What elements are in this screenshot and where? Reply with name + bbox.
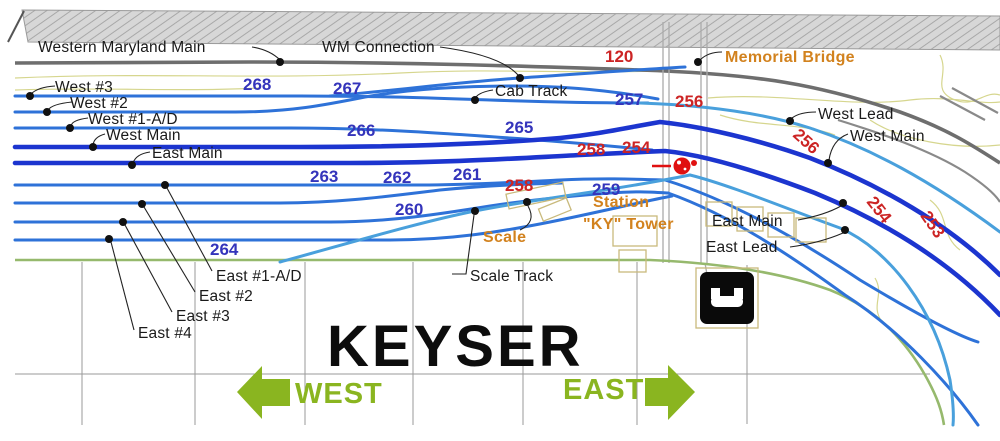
track-west-3 — [13, 94, 650, 105]
label-west-3: West #3 — [55, 79, 113, 96]
track-number-263: 263 — [310, 167, 338, 186]
label-east-1-ad: East #1-A/D — [216, 268, 302, 285]
label-east-2: East #2 — [199, 288, 253, 305]
track-number-265: 265 — [505, 118, 533, 137]
track-number-268: 268 — [243, 75, 271, 94]
label-west-main-right: West Main — [850, 128, 925, 145]
track-number-258-lower: 258 — [505, 176, 533, 195]
track-number-264: 264 — [210, 240, 239, 259]
track-east-main — [12, 148, 1000, 318]
label-leaders — [30, 46, 849, 331]
track-number-257: 257 — [615, 90, 643, 109]
label-west-1-ad: West #1-A/D — [88, 111, 178, 128]
lead-inner-b — [666, 191, 980, 427]
west-arrow-icon — [237, 366, 290, 419]
memorial-bridge-road — [662, 22, 721, 313]
label-memorial-bridge: Memorial Bridge — [725, 49, 855, 66]
label-east-4: East #4 — [138, 325, 192, 342]
track-number-267: 267 — [333, 79, 361, 98]
track-east-yard-4 — [13, 194, 674, 242]
track-east-yard-1 — [13, 177, 667, 187]
track-west-2 — [13, 84, 660, 114]
track-number-261: 261 — [453, 165, 481, 184]
track-number-256-bridge: 256 — [675, 92, 703, 111]
track-number-120: 120 — [605, 47, 633, 66]
label-ky-tower: "KY" Tower — [583, 216, 674, 233]
track-east-lead — [688, 173, 955, 427]
track-number-258-upper: 258 — [577, 140, 605, 159]
track-west-lead — [638, 101, 1000, 234]
label-west-2: West #2 — [70, 95, 128, 112]
track-west-main — [12, 119, 1000, 278]
direction-west: WEST — [295, 378, 383, 410]
track-east-yard-2 — [13, 181, 564, 205]
track-west-1-ad — [13, 126, 654, 152]
label-west-lead: West Lead — [818, 106, 894, 123]
label-cab-track: Cab Track — [495, 83, 567, 100]
east-arrow-icon — [645, 365, 695, 420]
yard-title: KEYSER — [327, 314, 584, 379]
track-number-260: 260 — [395, 200, 423, 219]
buildings — [505, 181, 827, 329]
track-number-266: 266 — [347, 121, 375, 140]
hatched-bank — [7, 9, 1000, 51]
track-number-262: 262 — [383, 168, 411, 187]
label-western-maryland-main: Western Maryland Main — [38, 39, 206, 56]
direction-east: EAST — [563, 374, 644, 406]
label-east-3: East #3 — [176, 308, 230, 325]
label-scale: Scale — [483, 229, 526, 246]
track-number-254-upper: 254 — [622, 138, 651, 157]
label-west-main-left: West Main — [106, 127, 181, 144]
yard-tracks — [12, 65, 1000, 427]
leader-dots — [26, 58, 849, 243]
lead-inner-a — [663, 178, 980, 344]
red-signal-icon — [652, 157, 697, 175]
phone-handset-icon — [700, 272, 754, 324]
track-number-259: 259 — [592, 180, 620, 199]
label-east-lead: East Lead — [706, 239, 778, 256]
label-station: Station — [593, 194, 649, 211]
label-wm-connection: WM Connection — [322, 39, 435, 56]
label-east-main-left: East Main — [152, 145, 223, 162]
label-east-main-right: East Main — [712, 213, 783, 230]
label-scale-track: Scale Track — [470, 268, 553, 285]
